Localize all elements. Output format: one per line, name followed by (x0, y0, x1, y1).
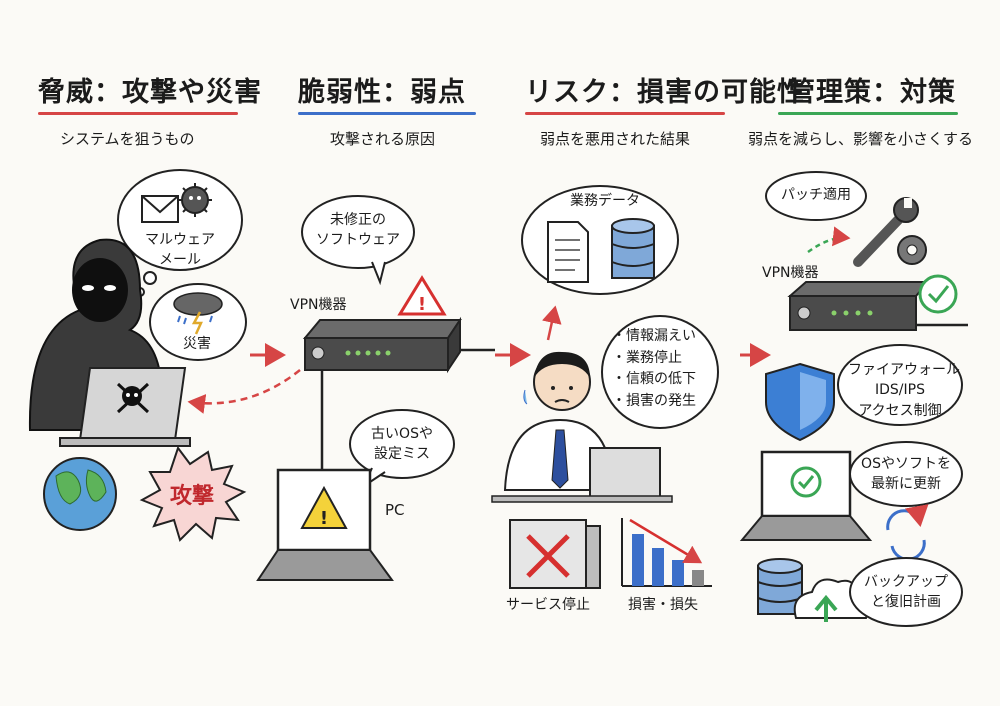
patch-label: パッチ適用 (781, 187, 851, 203)
check-circle-icon (918, 274, 958, 314)
threat-subtitle: システムを狙うもの (60, 130, 195, 148)
list-item: ・業務停止 (612, 349, 682, 366)
list-item: ・信頼の低下 (612, 371, 696, 388)
vuln-title: 脆弱性：弱点 (298, 77, 466, 108)
firewall-label: ファイアウォール IDS/IPS アクセス制御 (848, 362, 960, 419)
threat-title: 脅威：攻撃や災害 (38, 77, 262, 108)
attack-burst (139, 445, 247, 542)
shield-icon (765, 362, 835, 442)
unpatched-software-label: 未修正の ソフトウェア (316, 212, 400, 249)
mgmt-vpn-label: VPN機器 (762, 265, 819, 281)
wrench-icon (853, 197, 919, 267)
backup-database-icon (757, 558, 803, 615)
vuln-bubble-software (301, 195, 415, 286)
old-os-label: 古いOSや 設定ミス (371, 426, 433, 463)
mgmt-underline (778, 112, 958, 115)
pc-label: PC (385, 501, 405, 519)
gear-icon (897, 235, 927, 265)
mgmt-vpn-device-icon (787, 281, 931, 331)
vuln-subtitle: 攻撃される原因 (330, 130, 436, 148)
risk-list: ・情報漏えい ・業務停止 ・信頼の低下 ・損害の発生 (612, 326, 696, 413)
mgmt-subtitle: 弱点を減らし、影響を小さくする (748, 130, 974, 148)
vuln-underline (298, 112, 476, 115)
mgmt-laptop-icon (739, 450, 873, 541)
backup-label: バックアップ と復旧計画 (864, 574, 948, 611)
svg-text:!: ! (320, 508, 328, 529)
risk-subtitle: 弱点を悪用された結果 (540, 130, 691, 148)
pc-laptop-icon: ! (256, 468, 394, 581)
update-label: OSやソフトを 最新に更新 (861, 456, 951, 493)
attack-label: 攻撃 (170, 484, 215, 509)
mgmt-title: 管理策：対策 (788, 77, 956, 108)
disaster-label: 災害 (183, 336, 211, 352)
document-icon (547, 221, 589, 283)
patch-bubble (765, 171, 867, 221)
svg-text:!: ! (418, 294, 426, 315)
warning-icon: ! (397, 275, 447, 316)
list-item: ・損害の発生 (612, 393, 696, 410)
database-icon (611, 218, 655, 279)
storm-cloud-icon (173, 292, 223, 335)
server-down-icon (509, 519, 601, 589)
risk-laptop-icon (491, 447, 673, 503)
virus-icon (178, 183, 212, 217)
backup-bubble (849, 557, 963, 627)
business-data-label: 業務データ (570, 193, 640, 209)
service-stop-label: サービス停止 (506, 597, 590, 613)
list-item: ・情報漏えい (612, 328, 696, 344)
risk-title: リスク：損害の可能性 (525, 77, 805, 108)
email-icon (141, 195, 179, 223)
vpn-device-icon (302, 316, 462, 374)
loss-label: 損害・損失 (628, 597, 698, 613)
declining-chart-icon (621, 518, 712, 587)
refresh-icon (886, 504, 929, 561)
malware-mail-label: マルウェア メール (145, 232, 215, 269)
firewall-bubble (837, 344, 963, 426)
vuln-vpn-label: VPN機器 (290, 297, 347, 313)
risk-underline (525, 112, 725, 115)
risk-list-bubble (601, 315, 719, 429)
threat-underline (38, 112, 238, 115)
skull-icon (116, 382, 150, 414)
globe-icon (43, 457, 117, 531)
